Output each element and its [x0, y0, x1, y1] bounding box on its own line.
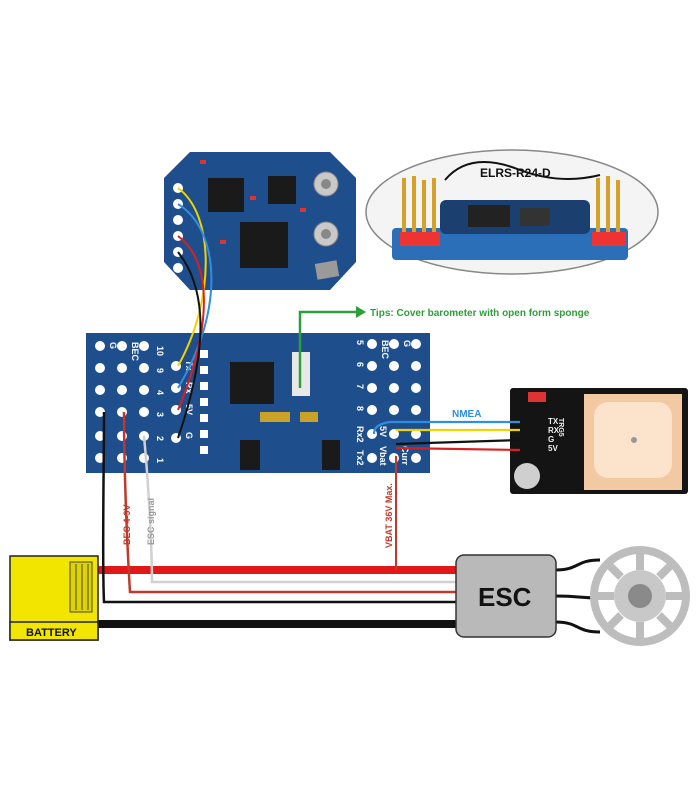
fc-left-row-2: 2: [155, 436, 165, 441]
vbat-label: VBAT 36V Max.: [384, 483, 394, 548]
fc-right-curr: Curr: [400, 446, 410, 465]
power-wires: [98, 411, 601, 634]
fc-left-row-4: 4: [155, 390, 165, 395]
fc-right-num-5: 5: [355, 340, 365, 345]
gps-pin-rx: RX: [548, 426, 560, 435]
bec-wire-label: BEC 4-9V: [122, 504, 132, 545]
fc-left-pin-rx: Rx: [184, 382, 194, 394]
fc-left-pin-g: G: [184, 432, 194, 439]
esc: ESC: [455, 554, 557, 638]
fc-right-num-6: 6: [355, 362, 365, 367]
battery-label: BATTERY: [26, 627, 77, 639]
header-pins-right: [596, 176, 620, 234]
fc-left-row-3: 3: [155, 412, 165, 417]
fc-right-5v: 5V: [378, 426, 388, 437]
gps-pin-5v: 5V: [548, 444, 558, 453]
tip-text: Tips: Cover barometer with open form spo…: [370, 308, 590, 319]
fc-right-rx2: Rx2: [355, 426, 365, 443]
receiver-name: ELRS-R24-D: [480, 166, 551, 180]
fc-left-row-9: 9: [155, 368, 165, 373]
fc-left-row-10: 10: [155, 346, 165, 356]
nmea-label: NMEA: [452, 409, 481, 420]
esc-label: ESC: [478, 582, 532, 612]
gps-side-label: TRG5: [557, 418, 564, 437]
battery: BATTERY: [9, 555, 99, 641]
fc-right-num-7: 7: [355, 384, 365, 389]
gps-module: TX RX G 5V TRG5: [510, 388, 688, 494]
barometer-tip: Tips: Cover barometer with open form spo…: [298, 306, 590, 388]
gps-pin-g: G: [548, 435, 554, 444]
receiver-wires: [177, 187, 213, 439]
fc-right-g-label: G: [402, 340, 412, 347]
fc-right-tx2: Tx2: [355, 450, 365, 466]
fc-left-pin-tx: Tx: [184, 360, 194, 371]
fc-left-pin-5v: 5V: [184, 404, 194, 415]
fc-right-bec-label: BEC: [380, 340, 390, 360]
flight-controller-board: 10 9 4 3 2 1 BEC G Tx Rx 5V G 5 6 7 8 BE…: [86, 333, 430, 473]
gps-wires: NMEA: [372, 409, 521, 452]
fc-left-g-label: G: [108, 342, 118, 349]
receiver-photo: ELRS-R24-D: [365, 149, 659, 275]
motor-icon: [590, 546, 690, 646]
esc-signal-label: ESC signal: [146, 498, 156, 545]
receiver-board: [164, 152, 356, 290]
gps-pin-tx: TX: [548, 417, 559, 426]
header-pins-left: [402, 176, 436, 234]
fc-left-bec-label: BEC: [130, 342, 140, 362]
fc-left-row-1: 1: [155, 458, 165, 463]
fc-right-num-8: 8: [355, 406, 365, 411]
fc-right-vbat: Vbat: [378, 446, 388, 466]
wire-labels: BEC 4-9V ESC signal VBAT 36V Max.: [122, 483, 394, 548]
